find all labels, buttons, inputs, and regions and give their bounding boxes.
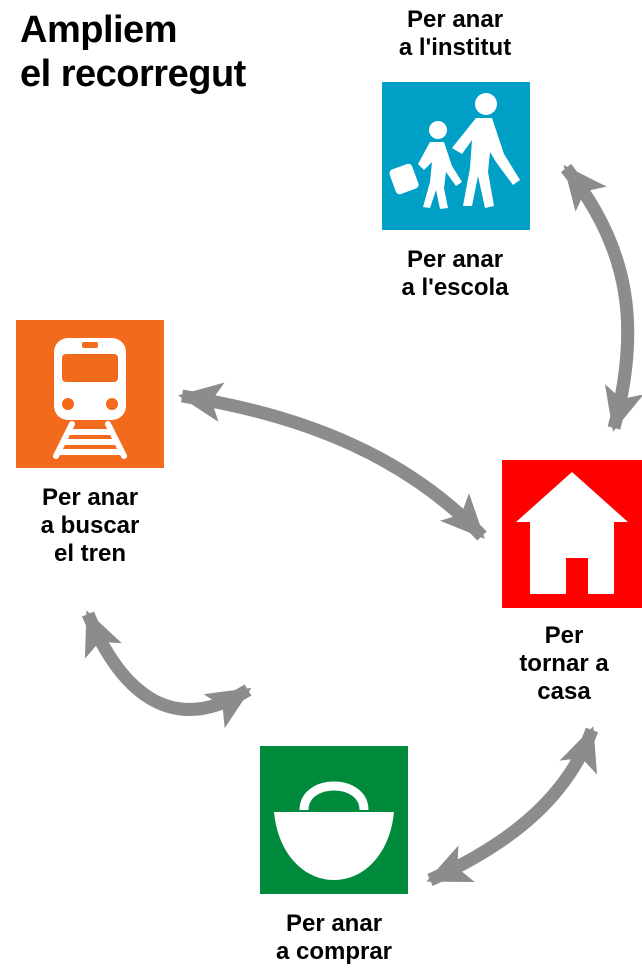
arrow-shop-train xyxy=(82,610,252,729)
home-label-line-3: casa xyxy=(537,678,591,705)
train-icon xyxy=(53,338,127,459)
school-top-label: Per anar a l'institut xyxy=(370,6,540,62)
school-top-label-line-1: Per anar xyxy=(406,6,504,33)
school-bottom-label-line-1: Per anar xyxy=(406,246,504,273)
train-label: Per anar a buscar el tren xyxy=(0,484,180,568)
arrow-shop-home xyxy=(426,726,599,886)
shopping-basket-icon xyxy=(274,781,394,880)
house-icon xyxy=(516,472,628,594)
school-tile xyxy=(382,82,530,230)
arrow-train-home xyxy=(178,382,487,541)
school-bottom-label-line-2: a l'escola xyxy=(401,274,509,301)
train-tile xyxy=(16,320,164,468)
home-tile xyxy=(502,460,642,608)
title-line-1: Ampliem xyxy=(20,9,177,51)
children-walking-icon xyxy=(389,93,520,209)
train-label-line-3: el tren xyxy=(53,540,127,567)
shop-label-line-1: Per anar xyxy=(285,910,383,937)
page-title: Ampliem el recorregut xyxy=(20,8,246,96)
school-bottom-label: Per anar a l'escola xyxy=(370,246,540,302)
arrow-school-home xyxy=(560,163,642,432)
home-label-line-1: Per xyxy=(544,622,584,649)
shop-label-line-2: a comprar xyxy=(275,938,393,965)
title-line-2: el recorregut xyxy=(20,53,246,95)
shop-tile xyxy=(260,746,408,894)
train-label-line-1: Per anar xyxy=(41,484,139,511)
train-label-line-2: a buscar xyxy=(40,512,140,539)
school-top-label-line-2: a l'institut xyxy=(398,34,512,61)
shop-label: Per anar a comprar xyxy=(236,910,432,966)
home-label-line-2: tornar a xyxy=(519,650,609,677)
home-label: Per tornar a casa xyxy=(486,622,642,706)
